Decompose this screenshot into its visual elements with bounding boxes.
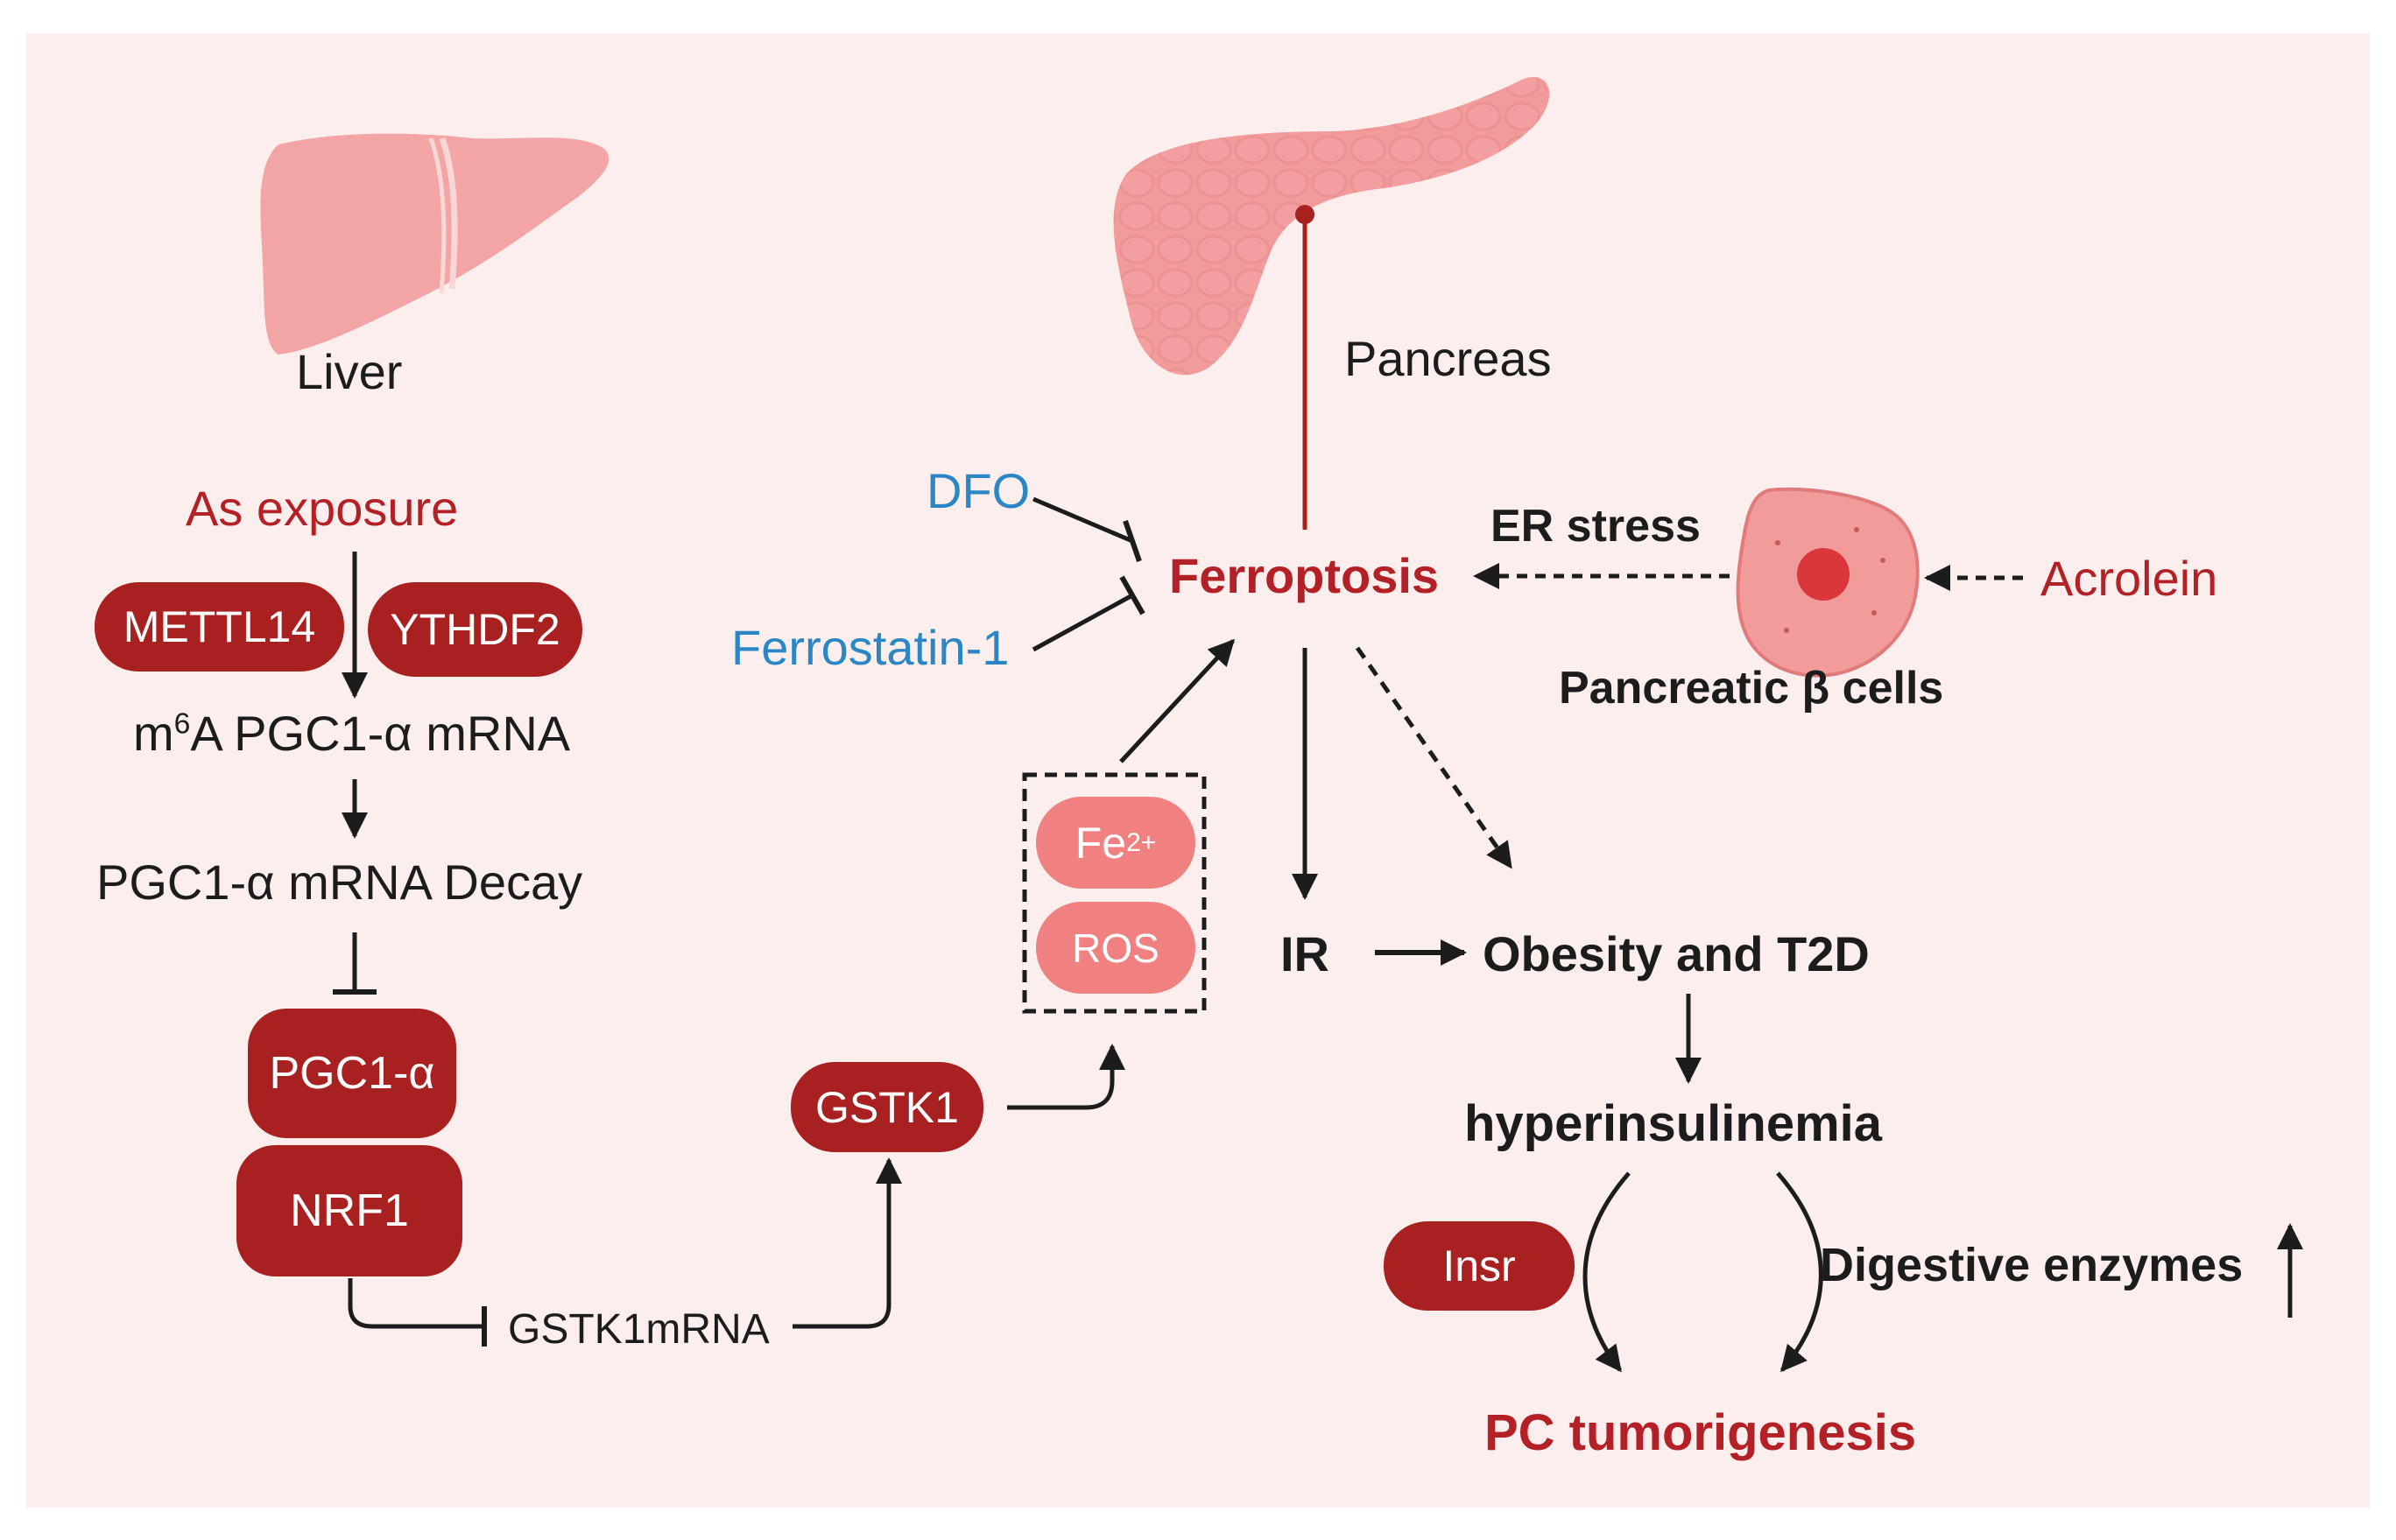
insr-box: Insr xyxy=(1384,1221,1575,1311)
liver-icon xyxy=(260,133,610,355)
digestive-enzymes-label: Digestive enzymes xyxy=(1820,1239,2244,1291)
ros-box: ROS xyxy=(1036,902,1195,994)
pancreas-label: Pancreas xyxy=(1344,331,1552,386)
obesity-t2d-label: Obesity and T2D xyxy=(1483,926,1870,981)
pgc1-decay-label: PGC1-α mRNA Decay xyxy=(96,854,583,910)
ferrostatin-label: Ferrostatin-1 xyxy=(731,620,1010,675)
ferroptosis-label: Ferroptosis xyxy=(1169,548,1440,603)
gstk1-box: GSTK1 xyxy=(791,1062,983,1152)
liver-label: Liver xyxy=(296,344,403,399)
er-stress-label: ER stress xyxy=(1490,501,1701,552)
pancreas-icon xyxy=(1113,77,1550,376)
nrf1-box: NRF1 xyxy=(236,1145,462,1276)
m6a-pgc1-label: m6A PGC1-α mRNA xyxy=(133,706,571,761)
hyperinsulinemia-label: hyperinsulinemia xyxy=(1464,1095,1883,1152)
dfo-label: DFO xyxy=(927,463,1031,518)
beta-cells-label: Pancreatic β cells xyxy=(1559,663,1944,714)
acrolein-label: Acrolein xyxy=(2040,551,2218,606)
pc-tumorigenesis-label: PC tumorigenesis xyxy=(1484,1404,1917,1461)
as-exposure-label: As exposure xyxy=(186,481,459,536)
beta-cell-icon xyxy=(1736,487,1920,678)
mettl14-box: METTL14 xyxy=(95,582,344,672)
iron-ros-box xyxy=(1022,772,1207,1014)
ir-label: IR xyxy=(1280,926,1329,981)
pgc1a-box: PGC1-α xyxy=(248,1009,456,1138)
gstk1-mrna-label: GSTK1mRNA xyxy=(508,1306,770,1353)
ythdf2-box: YTHDF2 xyxy=(368,582,582,677)
